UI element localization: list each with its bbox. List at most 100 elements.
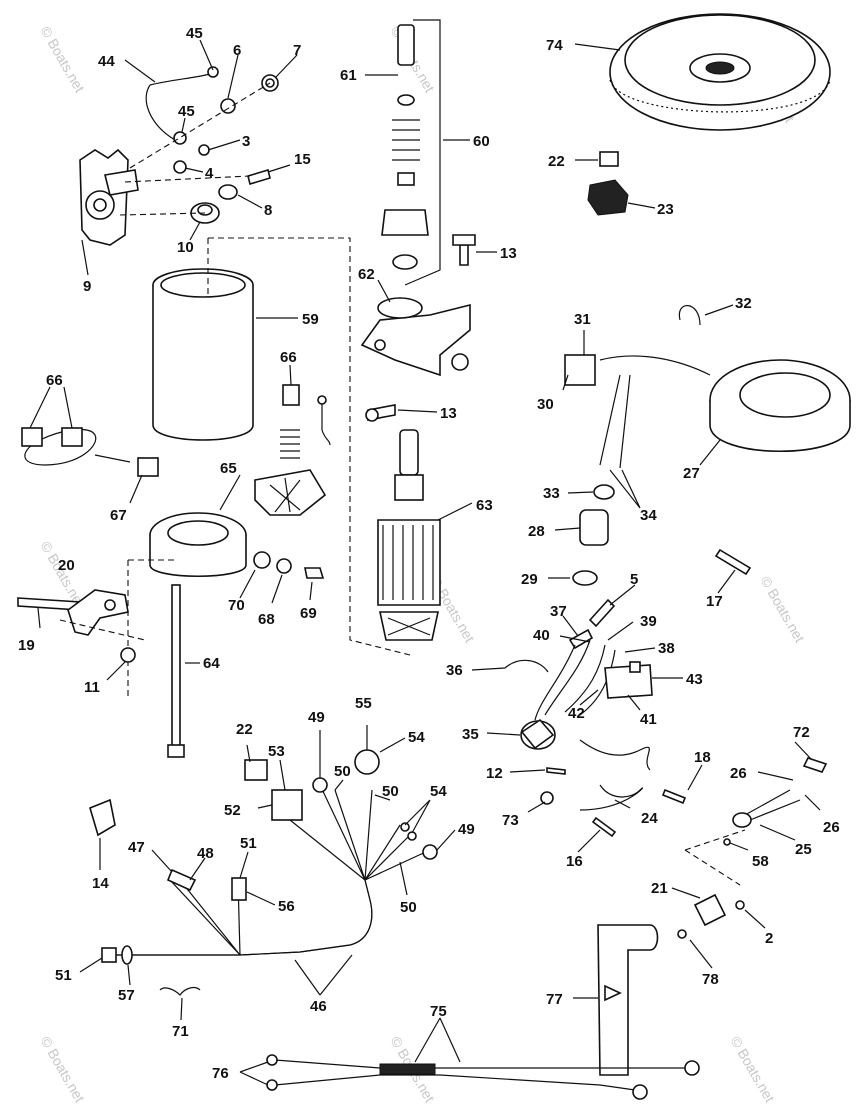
watermark-6: © Boats.net	[757, 574, 808, 646]
callout-66: 66	[280, 349, 297, 366]
callout-60: 60	[473, 133, 490, 150]
callout-13b: 13	[440, 405, 457, 422]
callout-24: 24	[641, 810, 658, 827]
brush-holder	[254, 469, 327, 516]
drive-housing-62	[360, 297, 471, 377]
callout-9: 9	[83, 278, 91, 295]
callout-61: 61	[340, 67, 357, 84]
connector-30	[564, 354, 596, 386]
callout-39: 39	[640, 613, 657, 630]
callout-46: 46	[310, 998, 327, 1015]
callout-16: 16	[566, 853, 583, 870]
callout-19: 19	[18, 637, 35, 654]
callout-71: 71	[172, 1023, 189, 1040]
callout-43: 43	[686, 671, 703, 688]
callout-42: 42	[568, 705, 585, 722]
callout-22: 22	[548, 153, 565, 170]
stator-27	[709, 359, 851, 452]
clip-14	[89, 798, 116, 837]
watermark-9: © Boats.net	[727, 1034, 778, 1106]
flywheel-74	[609, 13, 831, 131]
callout-50: 50	[334, 763, 351, 780]
solenoid-35	[520, 718, 556, 750]
battery-cable-44	[145, 84, 176, 141]
solenoid-bracket	[79, 148, 139, 246]
callout-8: 8	[264, 202, 272, 219]
callout-62: 62	[358, 266, 375, 283]
callout-18: 18	[694, 749, 711, 766]
callout-26b: 26	[823, 819, 840, 836]
callout-70: 70	[228, 597, 245, 614]
fuse-cover-23	[587, 179, 629, 216]
callout-75: 75	[430, 1003, 447, 1020]
callout-6: 6	[233, 42, 241, 59]
callout-51b: 51	[55, 967, 72, 984]
callout-74: 74	[546, 37, 563, 54]
callout-21: 21	[651, 880, 668, 897]
callout-68: 68	[258, 611, 275, 628]
callout-67: 67	[110, 507, 127, 524]
callout-72: 72	[793, 724, 810, 741]
callout-3: 3	[242, 133, 250, 150]
callout-38: 38	[658, 640, 675, 657]
callout-57: 57	[118, 987, 135, 1004]
callout-17: 17	[706, 593, 723, 610]
callout-64: 64	[203, 655, 220, 672]
callout-10: 10	[177, 239, 194, 256]
callout-37: 37	[550, 603, 567, 620]
connector-51	[101, 947, 117, 963]
fuse-22	[599, 151, 619, 167]
callout-63: 63	[476, 497, 493, 514]
callout-78: 78	[702, 971, 719, 988]
connector-56	[231, 877, 247, 901]
callout-numbers: 45 6 7 44 45 3 15 4 8 10 9 61 60 13 62 1…	[18, 25, 840, 1082]
wiring-harness-46	[110, 784, 431, 956]
callout-73: 73	[502, 812, 519, 829]
callout-2: 2	[765, 930, 773, 947]
callout-56: 56	[278, 898, 295, 915]
callout-33: 33	[543, 485, 560, 502]
callout-20: 20	[58, 557, 75, 574]
callout-27: 27	[683, 465, 700, 482]
end-cap-65	[149, 512, 247, 578]
callout-54b: 54	[430, 783, 447, 800]
leaders	[29, 39, 821, 1086]
callout-22b: 22	[236, 721, 253, 738]
connector-43	[604, 664, 653, 699]
callout-41: 41	[640, 711, 657, 728]
callout-50b: 50	[382, 783, 399, 800]
through-bolt-64	[171, 584, 181, 751]
brush-66	[282, 384, 300, 406]
callout-49b: 49	[458, 821, 475, 838]
callout-76: 76	[212, 1065, 229, 1082]
callout-40: 40	[533, 627, 550, 644]
callout-66b: 66	[46, 372, 63, 389]
callout-23: 23	[657, 201, 674, 218]
callout-5: 5	[630, 571, 638, 588]
callout-45b: 45	[178, 103, 195, 120]
callout-26: 26	[730, 765, 747, 782]
callout-30: 30	[537, 396, 554, 413]
callout-15: 15	[294, 151, 311, 168]
callout-45: 45	[186, 25, 203, 42]
callout-59: 59	[302, 311, 319, 328]
callout-44: 44	[98, 53, 115, 70]
callout-12: 12	[486, 765, 503, 782]
callout-4: 4	[205, 165, 214, 182]
starter-drive-stack	[381, 19, 441, 286]
brushes-66-left	[21, 427, 159, 477]
connector-52	[271, 789, 303, 821]
callout-13: 13	[500, 245, 517, 262]
callout-14: 14	[92, 875, 109, 892]
callout-11: 11	[84, 679, 100, 696]
callout-77: 77	[546, 991, 563, 1008]
callout-69: 69	[300, 605, 317, 622]
callout-7: 7	[293, 42, 301, 59]
bracket-77	[597, 924, 659, 1076]
callout-65: 65	[220, 460, 237, 477]
callout-29: 29	[521, 571, 538, 588]
callout-50c: 50	[400, 899, 417, 916]
starter-frame-59	[152, 268, 254, 441]
callout-54: 54	[408, 729, 425, 746]
callout-53: 53	[268, 743, 285, 760]
